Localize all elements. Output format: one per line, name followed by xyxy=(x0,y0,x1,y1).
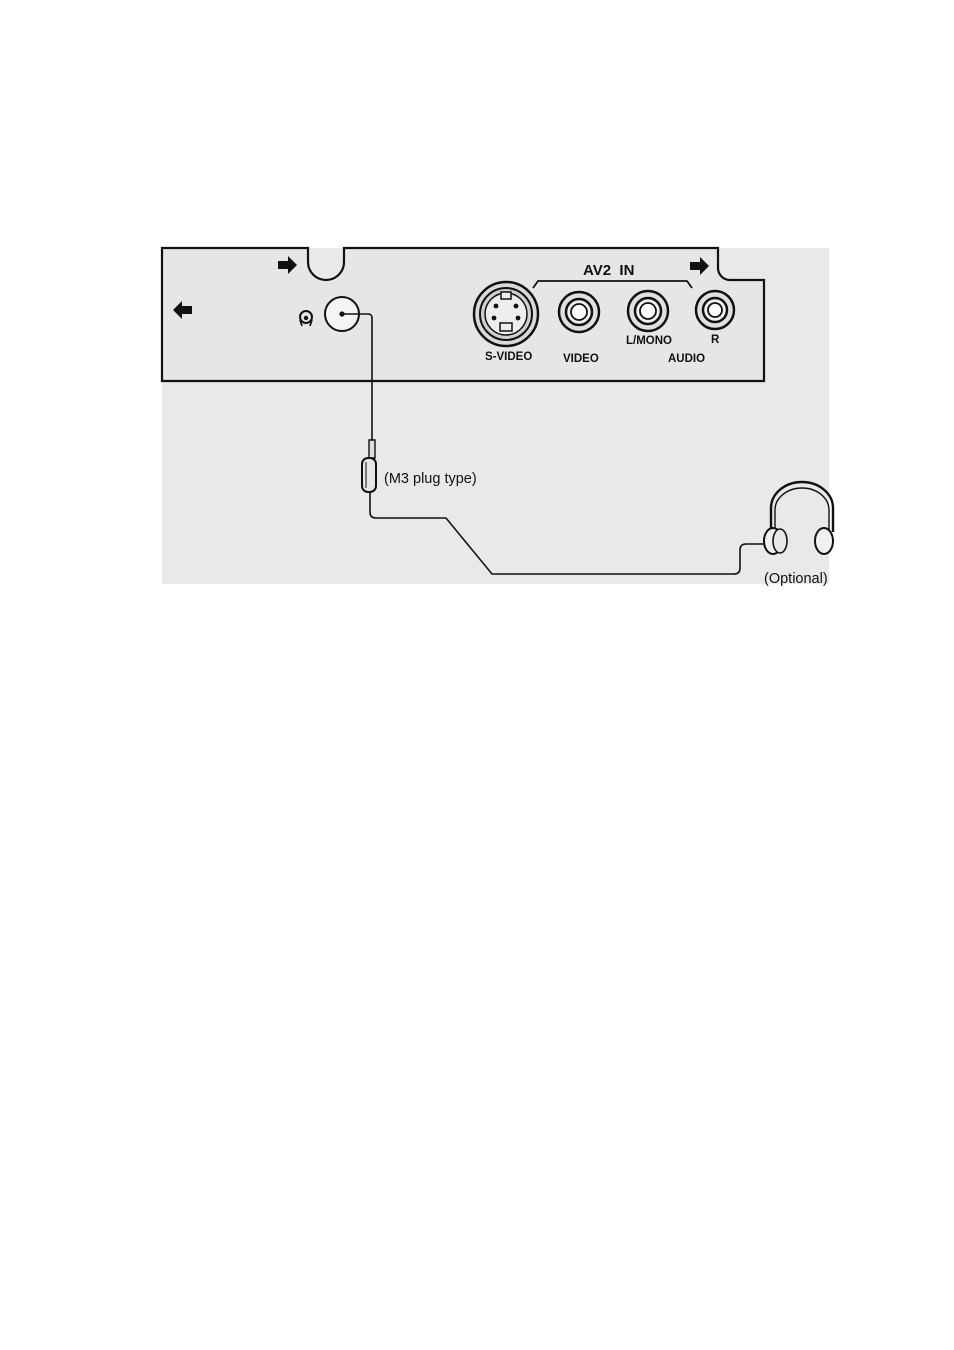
av2-in-label: AV2 IN xyxy=(583,262,634,279)
l-mono-label: L/MONO xyxy=(626,335,672,347)
s-video-jack[interactable] xyxy=(474,282,538,346)
headphones-optional-label: (Optional) xyxy=(764,571,828,587)
audio-l-mono-jack[interactable] xyxy=(628,291,668,331)
audio-r-jack[interactable] xyxy=(696,291,734,329)
s-video-label: S-VIDEO xyxy=(485,351,532,363)
plug-icon xyxy=(362,458,376,492)
plug-type-label: (M3 plug type) xyxy=(384,471,477,487)
video-jack[interactable] xyxy=(559,292,599,332)
audio-label: AUDIO xyxy=(668,353,705,365)
video-label: VIDEO xyxy=(563,353,599,365)
r-label: R xyxy=(711,334,720,346)
plug-shaft xyxy=(369,440,375,458)
